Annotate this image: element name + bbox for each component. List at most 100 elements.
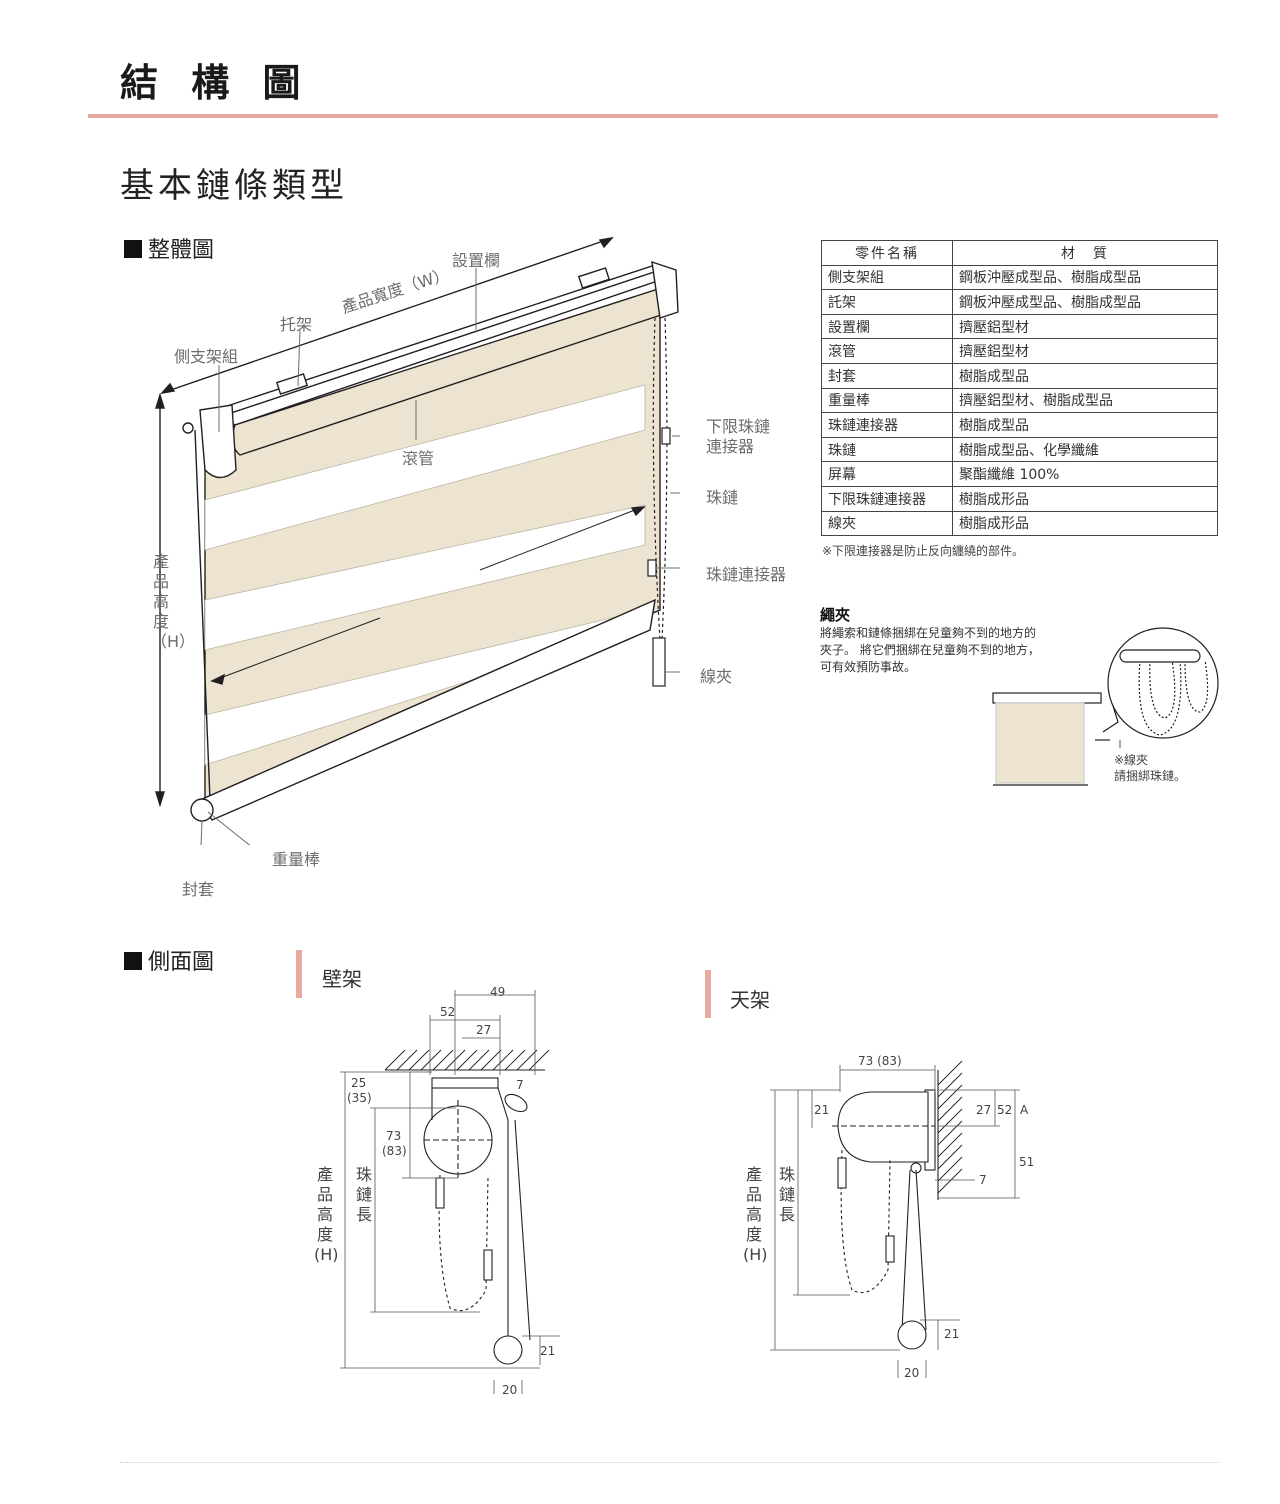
dim-27: 27 bbox=[476, 1023, 492, 1037]
ceiling-mount-label: 天架 bbox=[730, 988, 770, 1012]
ceiling-dim-7: 7 bbox=[979, 1173, 987, 1187]
clip-shape bbox=[1119, 649, 1201, 663]
weight-bar-circle bbox=[493, 1335, 523, 1365]
part-name: 線夾 bbox=[821, 510, 953, 537]
table-row: 線夾樹脂成形品 bbox=[821, 510, 1218, 537]
side-view-heading: 側面圖 bbox=[124, 944, 214, 976]
ceiling-chain-length-label: 珠鏈長 bbox=[778, 1165, 795, 1224]
table-row: 屏幕聚酯纖維 100% bbox=[821, 461, 1218, 487]
bead-chain-connector bbox=[647, 559, 657, 577]
dim-73: 73 bbox=[386, 1129, 402, 1143]
side-bracket-left bbox=[199, 404, 237, 479]
label-bracket: 托架 bbox=[280, 315, 313, 334]
wall-chain-length-label: 珠鏈長 bbox=[355, 1165, 372, 1224]
label-side-bracket: 側支架組 bbox=[174, 347, 239, 366]
part-name: 珠鏈 bbox=[821, 436, 953, 463]
label-bead-chain-connector: 珠鏈連接器 bbox=[706, 565, 787, 584]
section-title: 基本鏈條類型 bbox=[120, 166, 348, 206]
part-name: 側支架組 bbox=[821, 264, 953, 291]
overall-view-heading-text: 整體圖 bbox=[148, 238, 215, 263]
table-header-material: 材 質 bbox=[952, 240, 1218, 266]
table-header-row: 零件名稱 材 質 bbox=[821, 240, 1218, 266]
bracket-right bbox=[577, 267, 611, 289]
dim-35: (35) bbox=[347, 1091, 372, 1105]
parts-table-note: ※下限連接器是防止反向纏繞的部件。 bbox=[822, 544, 1025, 558]
footer-divider bbox=[120, 1462, 1220, 1463]
table-row: 珠鏈連接器樹脂成型品 bbox=[821, 412, 1218, 438]
part-name: 設置欄 bbox=[821, 313, 953, 340]
zoom-circle bbox=[1107, 627, 1219, 739]
square-bullet-icon bbox=[124, 240, 142, 258]
dim-52: 52 bbox=[440, 1005, 456, 1019]
part-material: 擠壓鋁型材 bbox=[952, 313, 1218, 340]
ceiling-dim-A: A bbox=[1020, 1103, 1029, 1117]
dim-83: (83) bbox=[382, 1144, 407, 1158]
ceiling-dim-21: 21 bbox=[814, 1103, 830, 1117]
rope-clip-illustration bbox=[992, 627, 1219, 786]
wall-mount-label: 壁架 bbox=[322, 967, 362, 991]
ceiling-product-height-label: 產品高度(H) bbox=[743, 1165, 768, 1264]
rope-clip-note-1: ※線夾 bbox=[1114, 753, 1149, 767]
table-row: 側支架組鋼板沖壓成型品、樹脂成型品 bbox=[821, 264, 1218, 291]
sheer-stripe-2 bbox=[204, 504, 646, 651]
table-row: 託架鋼板沖壓成型品、樹脂成型品 bbox=[821, 289, 1218, 315]
bracket-left bbox=[275, 373, 309, 395]
table-row: 下限珠鏈連接器樹脂成形品 bbox=[821, 485, 1218, 512]
side-bracket-right bbox=[651, 260, 679, 319]
blind-overall-illustration bbox=[155, 236, 680, 845]
label-weight-bar: 重量棒 bbox=[272, 850, 321, 869]
cord-clip bbox=[652, 637, 666, 687]
dim-25: 25 bbox=[351, 1076, 367, 1090]
sheer-stripe-1 bbox=[204, 384, 646, 551]
label-end-cap: 封套 bbox=[182, 880, 215, 899]
chain-loops bbox=[1138, 659, 1209, 736]
rope-clip-description: 將繩索和鏈條捆綁在兒童夠不到的地方的夾子。 將它們捆綁在兒童夠不到的地方，可有效… bbox=[820, 626, 1040, 674]
parts-table: 零件名稱 材 質 側支架組鋼板沖壓成型品、樹脂成型品 託架鋼板沖壓成型品、樹脂成… bbox=[821, 240, 1218, 537]
part-material: 樹脂成型品 bbox=[952, 412, 1218, 438]
dim-49: 49 bbox=[490, 985, 506, 999]
ceiling-dim-20: 20 bbox=[904, 1366, 920, 1380]
end-cap bbox=[190, 798, 214, 822]
part-material: 樹脂成形品 bbox=[952, 510, 1218, 537]
page-title: 結 構 圖 bbox=[120, 61, 311, 105]
part-name: 封套 bbox=[821, 362, 953, 389]
part-name: 重量棒 bbox=[821, 387, 953, 414]
ceiling-weight-bar-circle bbox=[897, 1320, 927, 1350]
part-name: 珠鏈連接器 bbox=[821, 412, 953, 438]
dim-20: 20 bbox=[502, 1383, 518, 1397]
table-row: 滾管擠壓鋁型材 bbox=[821, 338, 1218, 364]
accent-bar bbox=[705, 970, 711, 1018]
label-lower-limit-connector: 下限珠鏈 連接器 bbox=[706, 417, 771, 456]
label-roller-tube: 滾管 bbox=[402, 449, 435, 468]
ceiling-dim-21-bottom: 21 bbox=[944, 1327, 960, 1341]
mini-blind-fabric bbox=[995, 702, 1085, 784]
label-bead-chain: 珠鏈 bbox=[706, 488, 739, 507]
part-material: 樹脂成型品 bbox=[952, 362, 1218, 389]
rope-clip-note-2: 請捆綁珠鏈。 bbox=[1114, 769, 1187, 783]
ceiling-dim-52: 52 bbox=[997, 1103, 1013, 1117]
lower-limit-connector bbox=[661, 427, 671, 445]
accent-bar bbox=[296, 950, 302, 998]
rope-clip-title: 繩夾 bbox=[820, 606, 851, 624]
ceiling-dim-27: 27 bbox=[976, 1103, 992, 1117]
table-row: 重量棒擠壓鋁型材、樹脂成型品 bbox=[821, 387, 1218, 414]
ceiling-dim-51: 51 bbox=[1019, 1155, 1035, 1169]
part-material: 樹脂成型品、化學纖維 bbox=[952, 436, 1218, 463]
part-name: 屏幕 bbox=[821, 461, 953, 487]
label-product-height: 產品高度（H） bbox=[151, 552, 196, 651]
ceiling-roller bbox=[837, 1091, 929, 1163]
label-cord-clip: 線夾 bbox=[700, 667, 733, 686]
part-material: 聚酯纖維 100% bbox=[952, 461, 1218, 487]
part-material: 擠壓鋁型材、樹脂成型品 bbox=[952, 387, 1218, 414]
ceiling-dim-73-83: 73 (83) bbox=[858, 1054, 902, 1068]
wall-mount-side-drawing bbox=[340, 990, 560, 1394]
part-name: 滾管 bbox=[821, 338, 953, 364]
table-row: 珠鏈樹脂成型品、化學纖維 bbox=[821, 436, 1218, 463]
part-material: 擠壓鋁型材 bbox=[952, 338, 1218, 364]
side-view-heading-text: 側面圖 bbox=[148, 950, 215, 975]
part-material: 鋼板沖壓成型品、樹脂成型品 bbox=[952, 264, 1218, 291]
dim-21: 21 bbox=[540, 1344, 556, 1358]
wall-product-height-label: 產品高度(H) bbox=[314, 1165, 339, 1264]
part-material: 鋼板沖壓成型品、樹脂成型品 bbox=[952, 289, 1218, 315]
label-mount-rail: 設置欄 bbox=[452, 251, 501, 270]
